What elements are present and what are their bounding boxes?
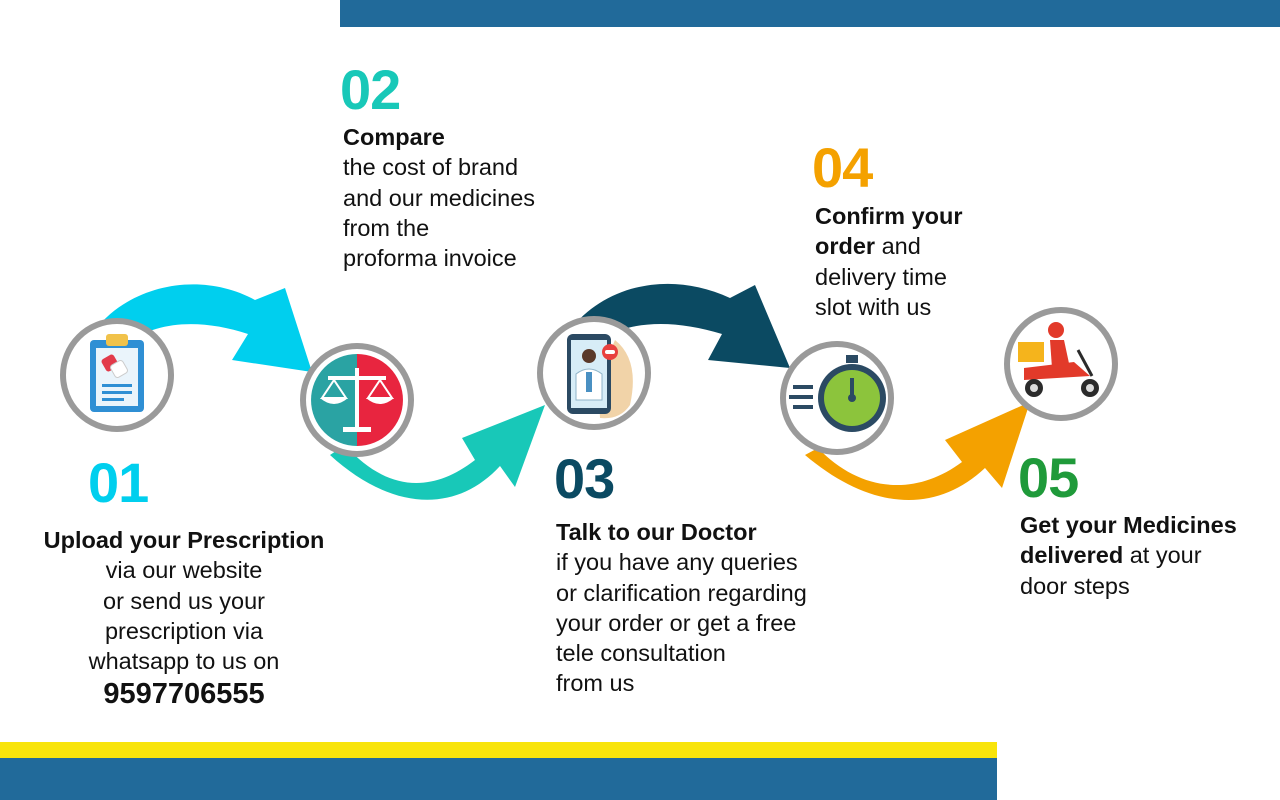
step2-title: Compare [343,124,445,150]
prescription-clipboard-icon [90,334,144,412]
step4-title-bold: order [815,233,876,260]
step1-line: prescription via [104,617,264,644]
stopwatch-icon [789,355,886,432]
delivery-scooter-icon [1018,322,1099,397]
arrow-step4-to-step5 [805,402,1030,501]
step2-line: proforma invoice [343,245,517,272]
step1-line: or send us your [103,587,265,614]
step3-title: Talk to our Doctor [556,519,757,545]
step4-description: Confirm your order and delivery time slo… [815,201,963,322]
step3-line: or clarification regarding [556,579,807,606]
balance-scale-icon [311,354,403,446]
step2-line: the cost of brand [343,154,519,181]
step3-icon-circle [537,316,651,430]
step4-number: 04 [812,136,873,199]
step5-title-line-2: delivered at your [1020,540,1237,570]
step3-line: tele consultation [556,640,726,667]
arrow-step2-to-step3 [330,405,545,500]
arrow-step1-to-step2 [95,284,312,372]
step4-title-rest: and [875,233,921,260]
step1-description: Upload your Prescription via our website… [20,525,348,712]
step3-line: from us [556,670,635,697]
whatsapp-phone-number: 9597706555 [103,678,265,711]
step2-icon-circle [300,343,414,457]
bottom-banner-bar [0,758,997,800]
step2-line: and our medicines [343,184,536,211]
step5-number: 05 [1018,446,1079,509]
step5-title-bold: delivered [1020,542,1124,569]
step1-number: 01 [88,451,149,514]
step3-line: if you have any queries [556,549,798,576]
doctor-phone-icon [567,334,633,419]
step2-number: 02 [340,58,401,121]
step1-line: via our website [105,557,263,584]
step5-line: door steps [1020,572,1130,599]
step5-title-rest: at your [1123,542,1202,569]
step5-icon-circle [1004,307,1118,421]
step4-title-line-2: order and [815,231,963,261]
step4-line: slot with us [815,293,932,320]
step3-line: your order or get a free [556,609,797,636]
step2-line: from the [343,214,430,241]
step5-title: Get your Medicines [1020,512,1237,538]
arrow-step3-to-step4 [570,283,790,368]
step1-line: whatsapp to us on [88,648,280,675]
step4-title: Confirm your [815,203,963,229]
step3-number: 03 [554,447,615,510]
yellow-stripe [0,742,997,758]
step4-icon-circle [780,341,894,455]
step5-description: Get your Medicines delivered at your doo… [1020,510,1237,601]
step1-title: Upload your Prescription [43,527,325,553]
top-banner-bar [340,0,1280,27]
step3-description: Talk to our Doctor if you have any queri… [556,517,807,699]
step2-description: Compare the cost of brand and our medici… [343,122,535,273]
step4-line: delivery time [815,263,947,290]
step1-icon-circle [60,318,174,432]
